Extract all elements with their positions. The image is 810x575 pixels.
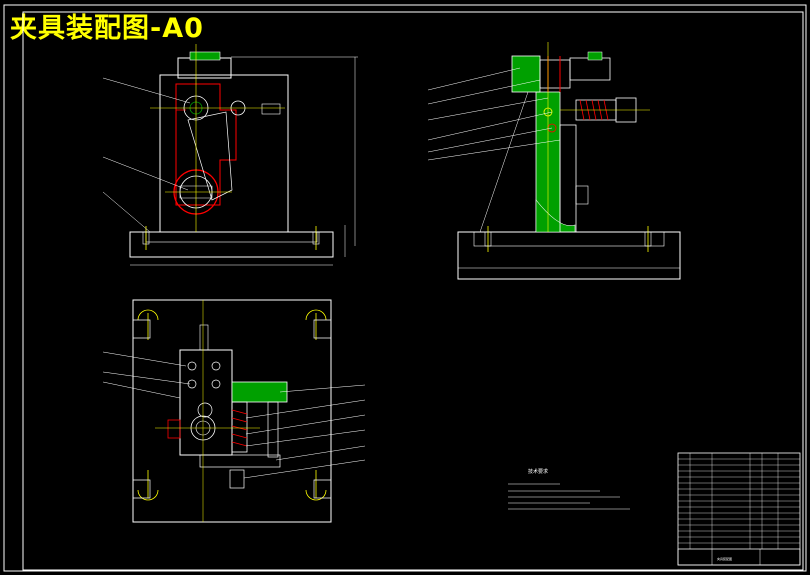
title-block-name: 夹具装配图 <box>717 556 732 561</box>
front-upright-body <box>159 74 289 233</box>
front-view <box>102 44 358 266</box>
front-hidden-contour <box>175 83 237 206</box>
top-view <box>102 299 366 523</box>
tech-notes-title: 技术要求 <box>528 468 548 475</box>
title-block: 夹具装配图 <box>677 452 801 566</box>
drawing-title: 夹具装配图-A0 <box>10 13 204 44</box>
front-top-clamp <box>189 51 221 61</box>
tech-notes: 技术要求 <box>508 468 630 510</box>
top-base-plate <box>132 299 332 523</box>
sheet-outer-border <box>3 4 807 572</box>
side-view <box>427 42 681 280</box>
side-top-clamp <box>511 55 541 93</box>
top-clamp-bar <box>231 381 288 403</box>
sheet-inner-border <box>22 11 804 571</box>
front-base-plate <box>129 231 334 258</box>
tech-notes-lines <box>508 483 630 510</box>
